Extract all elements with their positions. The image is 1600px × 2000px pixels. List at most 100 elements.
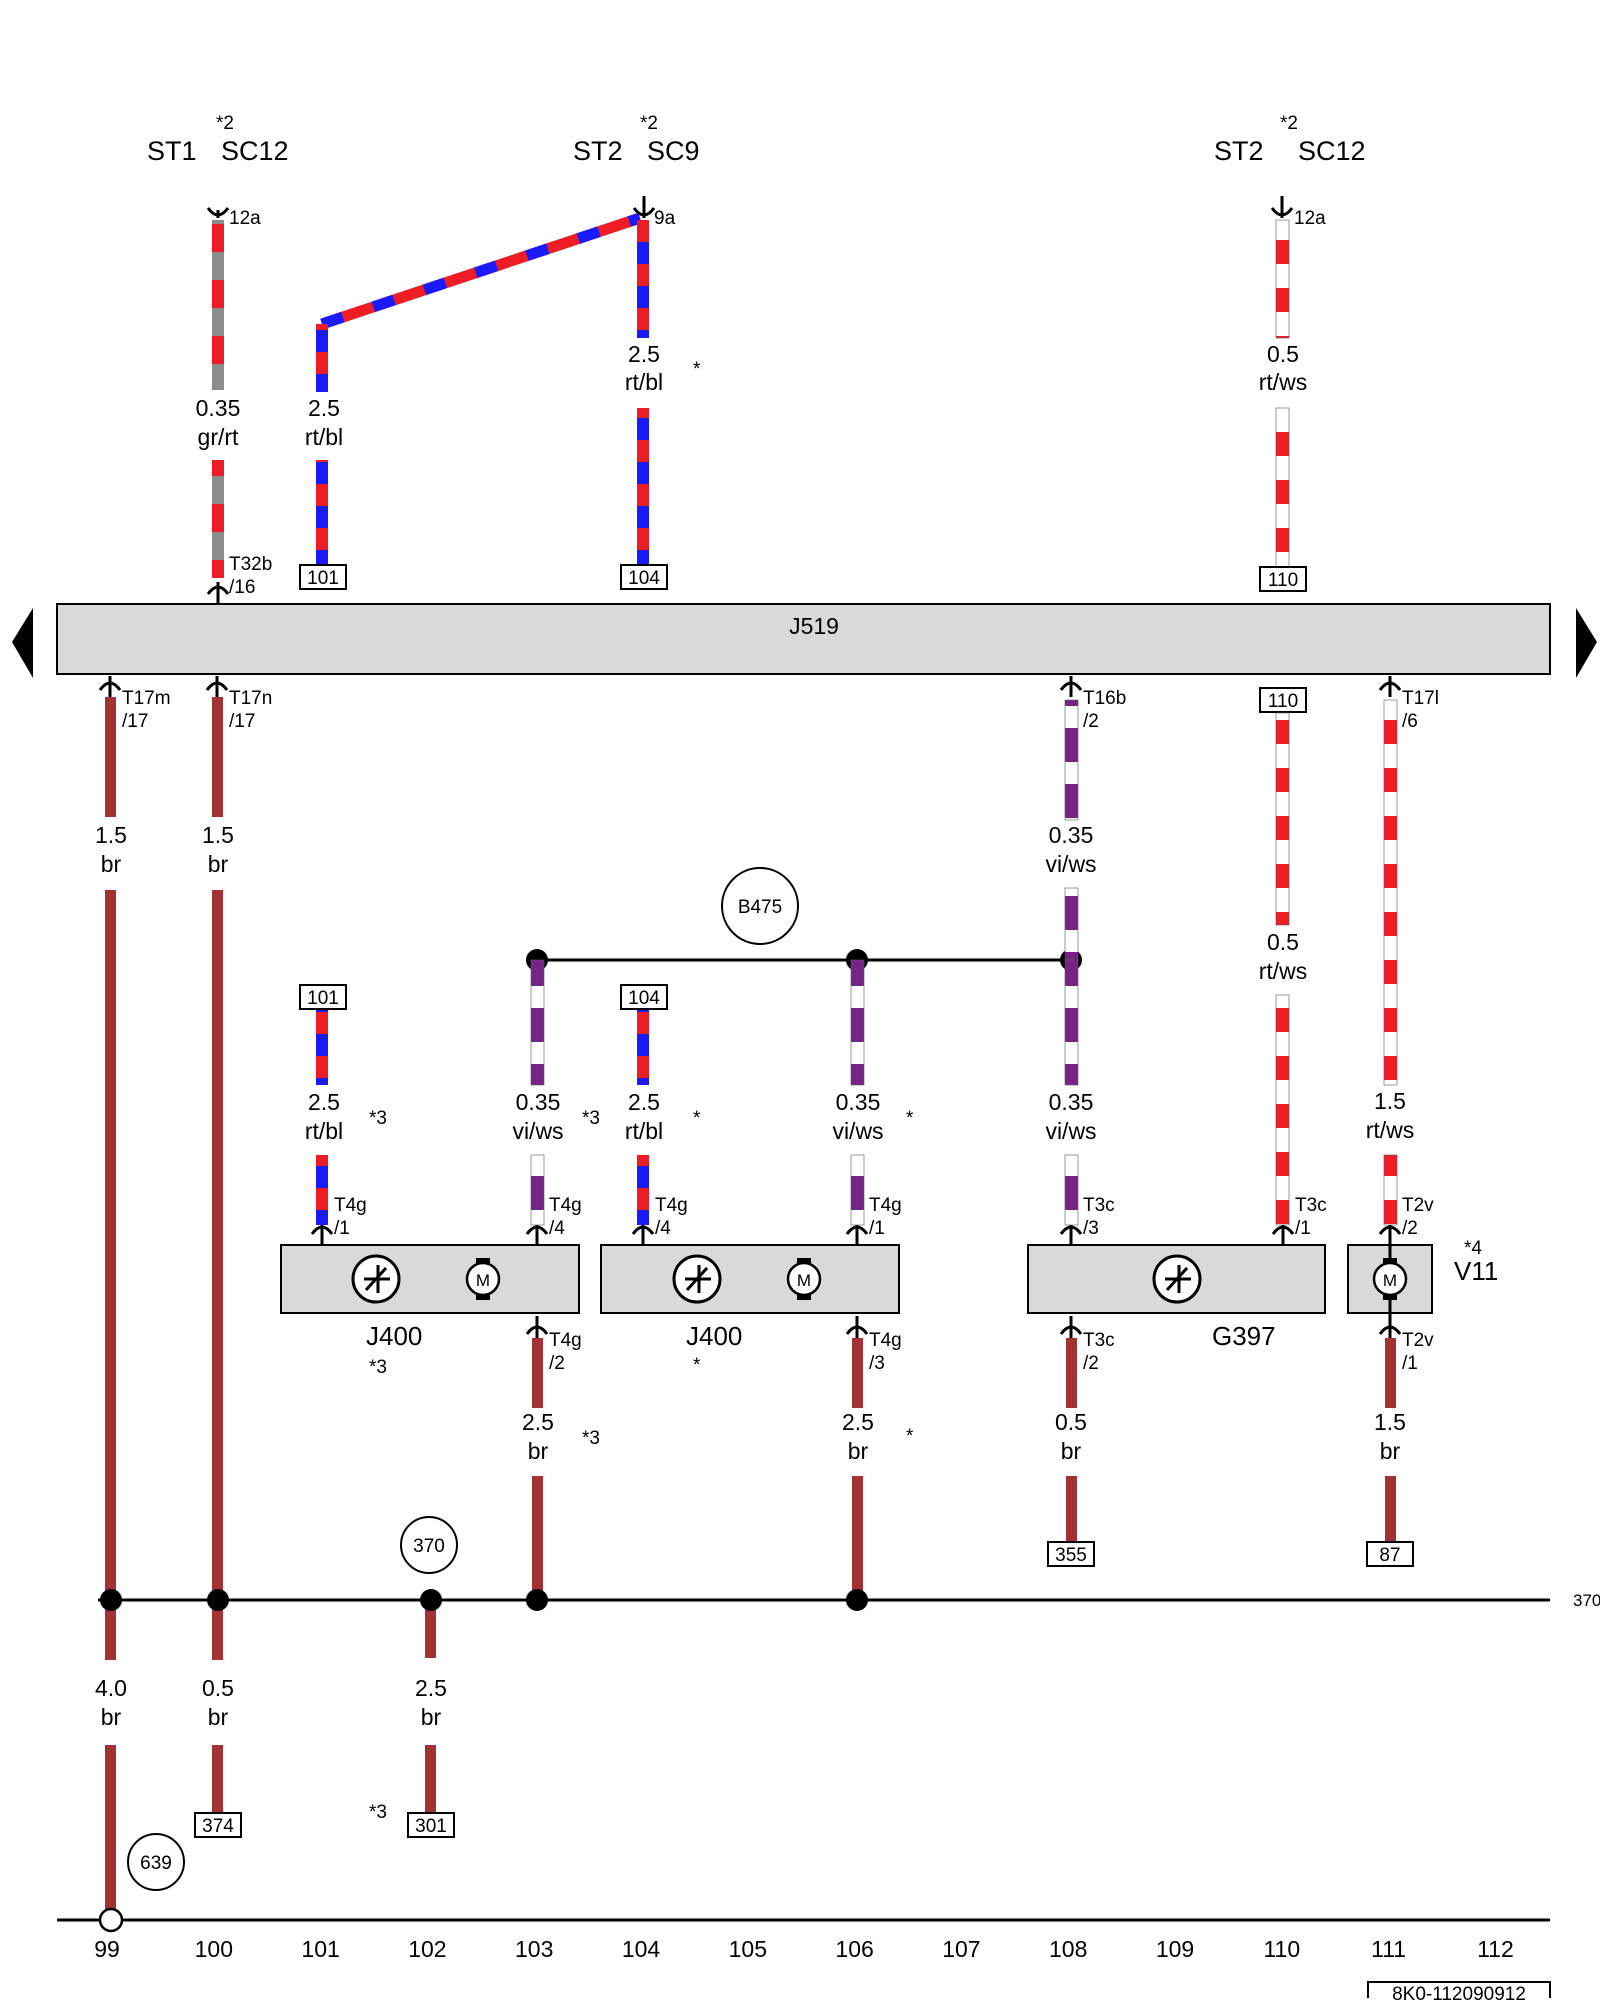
connector-pin: /2: [1402, 1218, 1418, 1239]
connector-name: T2v: [1402, 1330, 1434, 1351]
wire-size: 1.5: [1374, 1409, 1406, 1435]
track-number: 108: [1049, 1936, 1087, 1962]
wire-size: 2.5: [415, 1675, 447, 1701]
reference-box: [299, 564, 347, 590]
wire-rt-ws: [1275, 712, 1290, 926]
connector-pin: /1: [1295, 1218, 1311, 1239]
connector-name: T4g: [655, 1195, 688, 1216]
wire-color: br: [528, 1438, 549, 1464]
motor-icon: M: [465, 1258, 501, 1300]
wire-br: [212, 697, 223, 817]
sc-label: SC9: [647, 136, 700, 166]
wire-rt-bl: [637, 408, 649, 564]
wire-br: [852, 1338, 863, 1408]
b475-bus: B475 T16b /2 0.35 vi/ws: [526, 676, 1126, 1226]
wire-size: 2.5: [308, 395, 340, 421]
wire-color: br: [208, 1704, 229, 1730]
wire-rt-ws: [1275, 407, 1290, 569]
wire-vi-ws: [1064, 959, 1079, 1086]
wire-br: [425, 1745, 436, 1815]
wire-rt-bl: [637, 220, 649, 338]
svg-text:M: M: [797, 1271, 811, 1290]
fuse-pin-icon: [206, 207, 230, 217]
svg-text:M: M: [1383, 1271, 1397, 1290]
wire-color: rt/bl: [625, 1118, 663, 1144]
st-label: ST1: [147, 136, 197, 166]
connector-pin: /2: [1083, 1353, 1099, 1374]
splice-circle: [400, 1516, 458, 1574]
wire-color: br: [1061, 1438, 1082, 1464]
wire-size: 0.35: [516, 1089, 561, 1115]
track-number: 111: [1371, 1936, 1406, 1962]
connector-name: T32b: [229, 554, 272, 575]
st-label: ST2: [573, 136, 623, 166]
wire-color: vi/ws: [832, 1118, 883, 1144]
wire-size: 0.5: [1267, 929, 1299, 955]
reference-number: 101: [307, 568, 339, 589]
reference-box: [299, 984, 347, 1010]
wire-size: 1.5: [95, 822, 127, 848]
wire-color: vi/ws: [1045, 1118, 1096, 1144]
splice-circle: [721, 867, 799, 945]
junction-dot: [526, 1589, 548, 1611]
note-label: *3: [582, 1428, 600, 1449]
track-number: 104: [622, 1936, 661, 1962]
connector-icon: [1059, 1225, 1083, 1244]
sensor-icon: [672, 1254, 722, 1304]
wire-size: 1.5: [1374, 1088, 1406, 1114]
pin-label: 9a: [654, 208, 676, 229]
track-number: 107: [942, 1936, 980, 1962]
reference-box: [620, 984, 668, 1010]
st-label: ST2: [1214, 136, 1264, 166]
component-name: J400: [366, 1321, 422, 1351]
reference-box: [620, 564, 668, 590]
wire-br: [105, 697, 116, 817]
connector-name: T3c: [1295, 1195, 1327, 1216]
connector-pin: /17: [122, 711, 148, 732]
reference-box: [1259, 566, 1307, 592]
reference-number: 104: [628, 988, 660, 1009]
wire-rt-ws: [1275, 219, 1290, 339]
wire-size: 2.5: [308, 1089, 340, 1115]
wire-color: br: [101, 851, 122, 877]
motor-icon: M: [786, 1258, 822, 1300]
track-number: 100: [195, 1936, 233, 1962]
wire-color: rt/ws: [1259, 369, 1308, 395]
wire-size: 0.5: [1055, 1409, 1087, 1435]
note-label: *4: [1464, 1238, 1482, 1259]
connector-pin: /16: [229, 577, 255, 598]
wire-br: [425, 1600, 436, 1658]
wire-size: 0.5: [1267, 341, 1299, 367]
wire-br: [1066, 1476, 1077, 1546]
wire-size: 2.5: [628, 1089, 660, 1115]
sensor-icon: [351, 1254, 401, 1304]
wire-rt-ws: [1275, 994, 1290, 1226]
connector-pin: /1: [869, 1218, 885, 1239]
wire-vi-ws: [850, 1154, 865, 1226]
splice-label: B475: [738, 897, 782, 918]
top-wires: 12a 0.35 gr/rt T32b /16 2.5 rt/bl 101 9a…: [196, 196, 1326, 604]
footer: 8K0-112090912: [1367, 1981, 1551, 2000]
wire-size: 2.5: [842, 1409, 874, 1435]
wire-color: rt/ws: [1366, 1117, 1415, 1143]
track-number: 99: [94, 1936, 120, 1962]
j400-supply-wires: 101 104 2.5 rt/bl *3 0.35 vi/ws *3 2.5 r…: [299, 984, 1097, 1225]
wire-br: [852, 1476, 863, 1600]
wire-rt-ws: [1383, 1154, 1398, 1226]
wire-br: [1385, 1338, 1396, 1408]
pin-label: 12a: [229, 208, 261, 229]
component-j400: [600, 1244, 900, 1314]
connector-pin: /1: [1402, 1353, 1418, 1374]
sc-label: SC12: [1298, 136, 1366, 166]
wire-vi-ws: [530, 1154, 545, 1226]
wire-color: br: [101, 1704, 122, 1730]
connector-pin: /2: [549, 1353, 565, 1374]
header: *2 ST1 SC12 *2 ST2 SC9 *2 ST2 SC12: [147, 113, 1366, 166]
wire-color: vi/ws: [512, 1118, 563, 1144]
note-label: *: [906, 1426, 914, 1447]
wire-br: [212, 1745, 223, 1831]
wire-color: vi/ws: [1045, 851, 1096, 877]
sensor-icon: [1152, 1254, 1202, 1304]
